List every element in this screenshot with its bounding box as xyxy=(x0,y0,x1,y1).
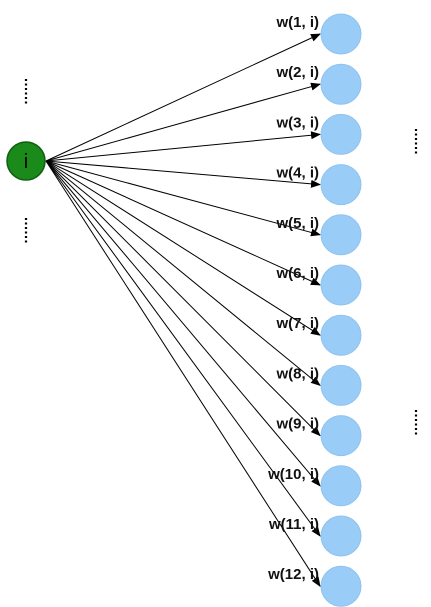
target-node-5 xyxy=(320,214,362,256)
target-node-12 xyxy=(320,565,362,607)
weight-label-9: w(9, i) xyxy=(275,416,319,433)
target-node-8 xyxy=(320,364,362,406)
edge-arrow-3 xyxy=(45,131,321,162)
target-node-11 xyxy=(320,515,362,557)
target-node-1 xyxy=(320,13,362,55)
source-node: i xyxy=(6,141,46,181)
edge-arrow-8 xyxy=(45,160,321,387)
target-node-2 xyxy=(320,63,362,105)
edge-arrow-4 xyxy=(45,160,321,188)
target-node-7 xyxy=(320,314,362,356)
weight-label-4: w(4, i) xyxy=(275,165,319,182)
edge-arrow-5 xyxy=(45,160,321,237)
edge-arrow-9 xyxy=(45,160,321,437)
weight-label-10: w(10, i) xyxy=(267,466,319,483)
edge-arrow-7 xyxy=(45,160,321,336)
weight-label-7: w(7, i) xyxy=(275,315,319,332)
edge-arrow-10 xyxy=(45,160,321,487)
weight-label-6: w(6, i) xyxy=(275,265,319,282)
target-node-4 xyxy=(320,164,362,206)
target-node-10 xyxy=(320,465,362,507)
edge-group xyxy=(45,33,321,588)
weight-label-2: w(2, i) xyxy=(275,64,319,81)
weight-label-5: w(5, i) xyxy=(275,215,319,232)
weight-label-1: w(1, i) xyxy=(275,14,319,31)
edge-arrow-2 xyxy=(45,82,321,162)
edge-arrow-12 xyxy=(45,160,321,588)
edge-arrow-11 xyxy=(45,160,321,537)
edge-arrow-1 xyxy=(45,33,321,162)
target-node-3 xyxy=(320,113,362,155)
weight-label-11: w(11, i) xyxy=(268,516,319,533)
edge-arrow-6 xyxy=(45,160,321,286)
weight-label-12: w(12, i) xyxy=(267,566,319,583)
target-node-6 xyxy=(320,264,362,306)
target-node-9 xyxy=(320,415,362,457)
source-node-circle xyxy=(6,141,46,181)
target-node-group xyxy=(320,13,362,607)
weight-label-3: w(3, i) xyxy=(275,114,319,131)
weight-label-group: w(1, i) w(2, i) w(3, i) w(4, i) w(5, i) w(6, … xyxy=(267,14,319,583)
weight-label-8: w(8, i) xyxy=(275,365,319,382)
source-node-label: i xyxy=(24,151,28,173)
